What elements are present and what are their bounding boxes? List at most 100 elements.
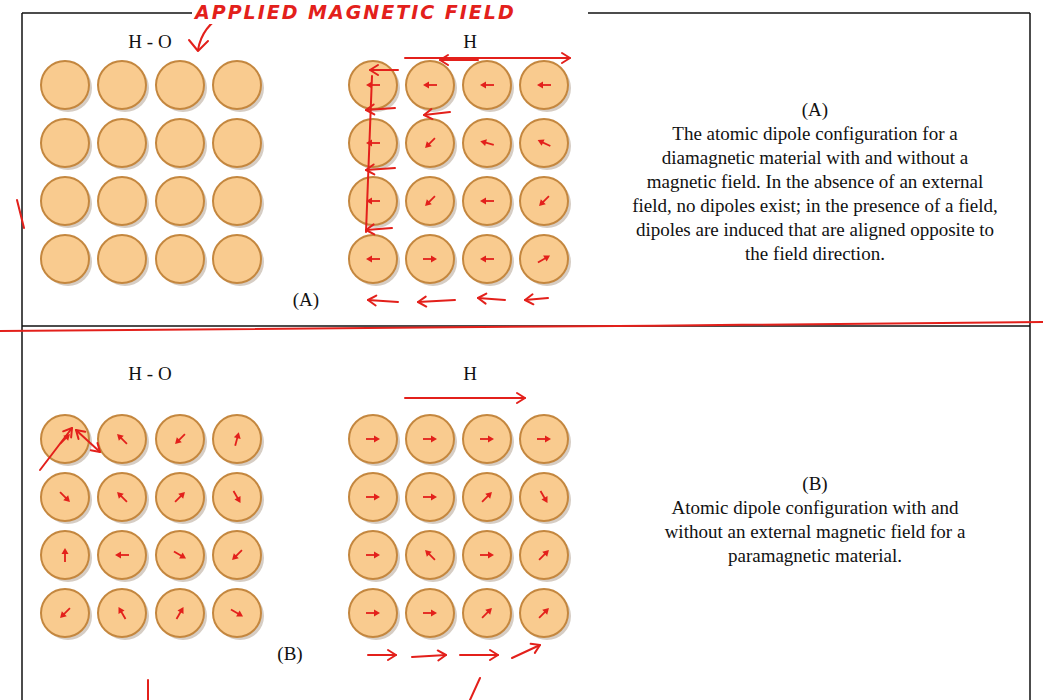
dipole-arrowhead	[234, 496, 240, 503]
hand-arrowhead	[63, 428, 72, 437]
hand-arrow	[76, 430, 100, 452]
field-state-label: H - O	[100, 30, 200, 54]
atom-circle	[406, 177, 454, 225]
atom-circle	[41, 531, 89, 579]
dipole-arrowhead	[423, 82, 429, 89]
atom-circle	[98, 119, 146, 167]
panel-letter: (A)	[630, 98, 1000, 122]
hand-arrow	[405, 57, 570, 59]
handwritten-note: APPLIED MAGNETIC FIELD	[192, 0, 588, 24]
atom-circle	[349, 119, 397, 167]
atom-circle	[349, 473, 397, 521]
atom-circle	[463, 473, 511, 521]
hand-arrowhead	[368, 296, 376, 306]
dipole-arrowhead	[177, 607, 183, 614]
dipole-arrowhead	[374, 552, 380, 559]
dipole-arrowhead	[431, 610, 437, 617]
dipole-arrowhead	[542, 550, 549, 557]
field-label: H	[430, 30, 510, 54]
dipole-arrowhead	[374, 436, 380, 443]
panel-letter: (B)	[262, 642, 318, 666]
atom-circle	[98, 177, 146, 225]
atom-circle	[463, 589, 511, 637]
hand-arrowhead	[366, 104, 374, 114]
hand-arrowhead	[525, 294, 533, 304]
atom-circle	[213, 589, 261, 637]
atom-circle	[349, 531, 397, 579]
field-state-label: H - O	[100, 362, 200, 386]
dipole-arrowhead	[62, 548, 69, 554]
hand-arrowhead	[366, 224, 374, 234]
dipole-arrowhead	[485, 492, 492, 499]
dipole-arrowhead	[60, 611, 67, 618]
atom-circle	[349, 177, 397, 225]
dipole-arrowhead	[236, 610, 243, 616]
atom-circle	[213, 531, 261, 579]
atom-circle	[520, 119, 568, 167]
atom-circle	[156, 473, 204, 521]
dipole-arrowhead	[117, 492, 124, 499]
atom-circle	[156, 531, 204, 579]
dipole-arrowhead	[480, 256, 486, 263]
panel-letter: (B)	[630, 472, 1000, 496]
dipole-arrowhead	[485, 608, 492, 615]
atom-circle	[213, 119, 261, 167]
hand-stroke	[189, 40, 208, 51]
hand-arrow	[368, 654, 396, 656]
atom-circle	[520, 235, 568, 283]
dipole-arrowhead	[488, 436, 494, 443]
atom-circle	[156, 589, 204, 637]
atom-circle	[463, 177, 511, 225]
dipole-arrowhead	[374, 494, 380, 501]
hand-arrowhead	[562, 53, 570, 63]
divider-stroke	[0, 322, 1043, 331]
atom-circle	[406, 415, 454, 463]
atom-circle	[406, 531, 454, 579]
atom-circle	[406, 235, 454, 283]
handwritten-arrows	[17, 14, 570, 700]
hand-stroke	[470, 678, 480, 700]
hand-arrowhead	[76, 430, 85, 439]
hand-arrow	[405, 397, 525, 399]
dipole-arrowhead	[539, 199, 546, 206]
dipole-arrowhead	[63, 495, 70, 502]
atom-circle	[463, 235, 511, 283]
caption-text: Atomic dipole configuration with and wit…	[645, 496, 985, 568]
hand-stroke	[366, 76, 372, 232]
atom-circle	[213, 177, 261, 225]
frame	[22, 13, 1030, 700]
atom-circle	[213, 473, 261, 521]
hand-arrow	[40, 428, 72, 470]
hand-arrowhead	[490, 650, 498, 660]
atom-circle	[156, 177, 204, 225]
dipole-arrowhead	[425, 550, 432, 557]
hand-arrowhead	[424, 109, 433, 119]
panel-letter: (A)	[278, 288, 334, 312]
atom-circle	[41, 235, 89, 283]
hand-arrow	[366, 168, 395, 170]
atom-circle	[41, 119, 89, 167]
atom-circle	[406, 589, 454, 637]
hand-arrow	[478, 298, 505, 300]
hand-arrow	[412, 655, 446, 657]
atom-circle	[463, 61, 511, 109]
dipole-arrowhead	[425, 141, 432, 148]
field-label: H	[430, 362, 510, 386]
dipole-arrowhead	[537, 82, 543, 89]
atom-circle	[98, 473, 146, 521]
hand-arrowhead	[366, 164, 374, 174]
dipole-arrowhead	[431, 256, 437, 263]
hand-arrow	[370, 69, 398, 71]
hand-arrow	[418, 300, 455, 302]
atom-circle	[41, 415, 89, 463]
dipole-arrowhead	[480, 198, 486, 205]
hand-arrowhead	[388, 650, 396, 660]
atom-circle	[41, 473, 89, 521]
dipole-arrowhead	[115, 552, 121, 559]
dipole-arrowhead	[175, 437, 182, 444]
atom-circle	[406, 119, 454, 167]
hand-arrowhead	[370, 65, 378, 75]
dipole-arrowhead	[232, 553, 239, 560]
atom-circle	[156, 415, 204, 463]
